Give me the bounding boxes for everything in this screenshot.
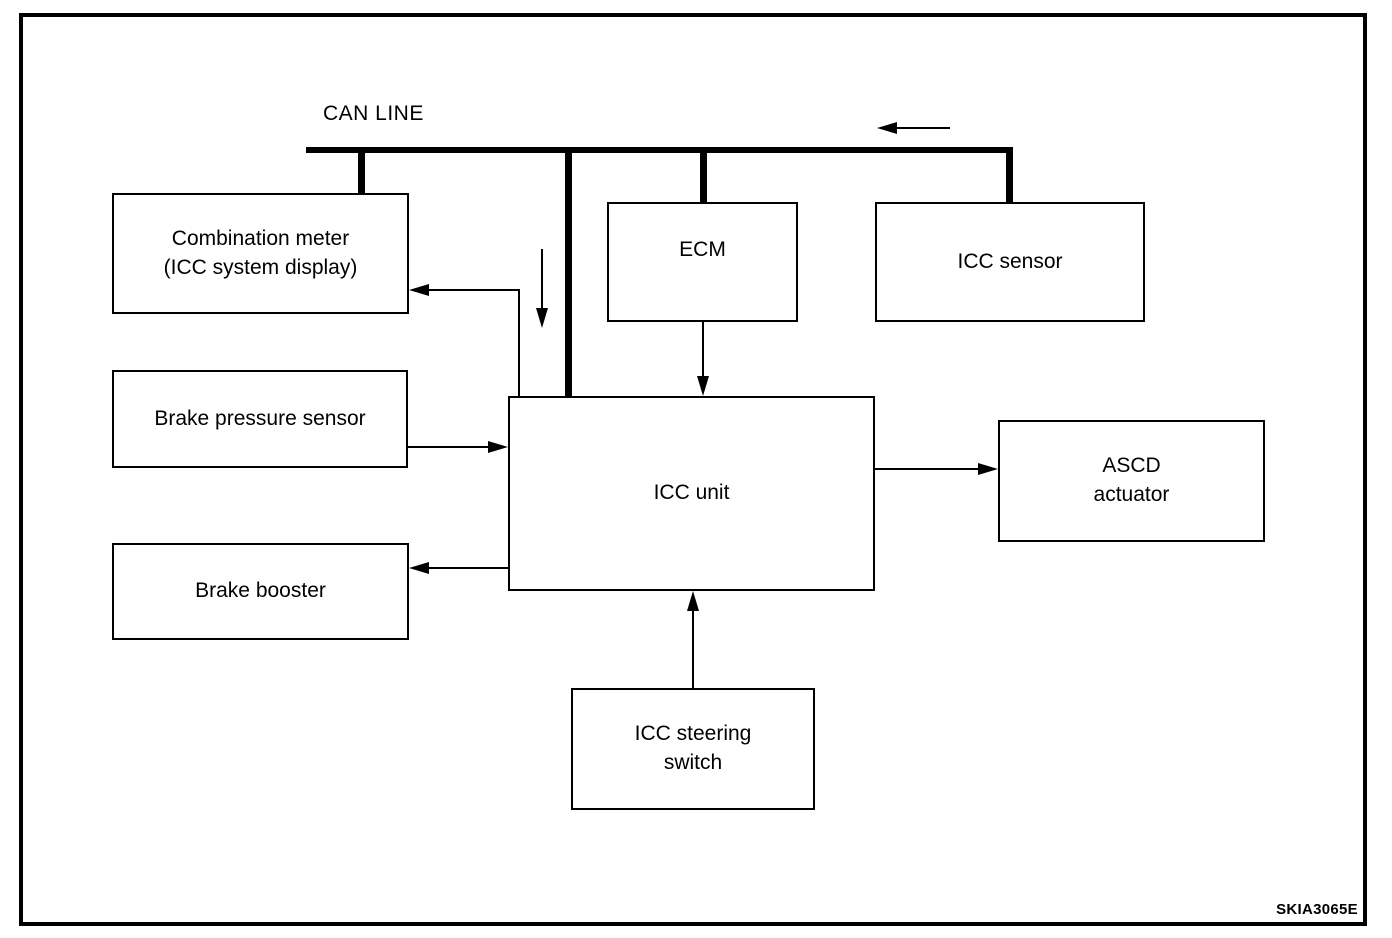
arrow-up-icon [687,591,699,611]
can-drop-to-icc-sensor [1006,147,1013,204]
can-bus-line [306,147,1013,153]
node-label: Brake booster [195,579,326,603]
arrow-left-icon [409,284,429,296]
can-flow-direction-line [893,127,950,129]
connector-brake-pressure-sensor-to-icc-unit-line [408,446,492,448]
can-line-label: CAN LINE [323,102,424,125]
node-combination-meter: Combination meter (ICC system display) [112,193,409,314]
node-label: ICC steering switch [634,722,752,774]
connector-icc-unit-to-combination-meter-hline [421,289,520,291]
node-label: ICC unit [653,481,730,505]
node-label: ASCD actuator [1093,454,1170,506]
connector-icc-steering-switch-to-icc-unit-line [692,609,694,688]
node-brake-pressure-sensor: Brake pressure sensor [112,370,408,468]
arrow-down-icon [697,376,709,396]
node-label: ICC sensor [957,249,1063,273]
node-label: Brake pressure sensor [154,406,366,430]
node-ecm: ECM [607,202,798,322]
arrow-down-icon [536,308,548,328]
can-drop-to-combination-meter [358,147,365,195]
arrow-right-icon [978,463,998,475]
can-flow-down-line [541,249,543,311]
node-icc-unit: ICC unit [508,396,875,591]
node-icc-steering-switch: ICC steering switch [571,688,815,810]
watermark-code: SKIA3065E [1276,901,1358,918]
node-ascd-actuator: ASCD actuator [998,420,1265,542]
node-icc-sensor: ICC sensor [875,202,1145,322]
connector-icc-unit-to-ascd-actuator-line [875,468,980,470]
diagram-border [19,13,1367,926]
connector-icc-unit-to-brake-booster-line [425,567,508,569]
node-label: ECM [679,238,726,261]
arrow-left-icon [409,562,429,574]
node-brake-booster: Brake booster [112,543,409,640]
can-drop-to-ecm [700,147,707,204]
arrow-left-icon [877,122,897,134]
can-drop-to-icc-unit [565,147,572,396]
connector-ecm-to-icc-unit-line [702,322,704,378]
connector-icc-unit-to-combination-meter-vline [518,289,520,396]
node-label: Combination meter (ICC system display) [163,226,358,279]
arrow-right-icon [488,441,508,453]
